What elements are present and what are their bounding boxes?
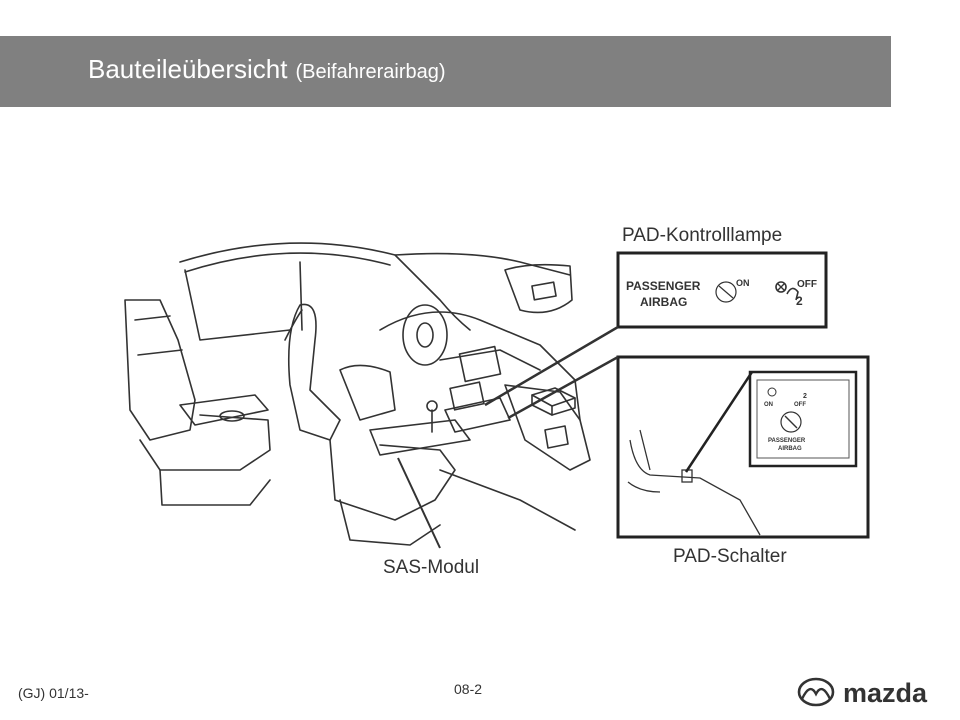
label-pad-switch: PAD-Schalter [673,546,787,567]
footer-version: (GJ) 01/13- [18,685,89,701]
switch-num: 2 [803,393,807,400]
indicator-num: 2 [796,294,803,308]
pad-indicator-panel: PASSENGER AIRBAG ON OFF 2 [616,251,828,329]
switch-on: ON [764,402,773,408]
label-sas-module: SAS-Modul [383,557,480,578]
title-bar [0,36,891,107]
indicator-on: ON [736,278,750,288]
switch-line2: AIRBAG [778,446,802,452]
switch-knob-icon [780,411,802,433]
label-pad-lamp: PAD-Kontrolllampe [622,225,783,246]
brand-name: mazda [843,678,928,708]
mazda-logo-icon [797,677,835,707]
page-title: Bauteileübersicht (Beifahrerairbag) [88,54,446,85]
indicator-off: OFF [797,279,817,290]
airbag-off-icon [775,281,787,293]
switch-location-drawing [627,429,761,536]
page-number: 08-2 [454,681,483,697]
switch-leader-line [507,355,619,420]
subtitle-text: (Beifahrerairbag) [295,61,446,83]
car-interior-drawing [124,242,591,546]
indicator-line2: AIRBAG [640,295,687,309]
pad-switch-panel: ON OFF 2 PASSENGER AIRBAG [616,355,870,539]
sas-leader-line [397,457,441,549]
title-text: Bauteileübersicht [88,54,288,84]
indicator-leader-line [484,325,619,407]
indicator-line1: PASSENGER [626,279,701,293]
switch-line1: PASSENGER [768,438,806,444]
switch-off: OFF [794,402,806,408]
airbag-on-icon [715,281,737,303]
